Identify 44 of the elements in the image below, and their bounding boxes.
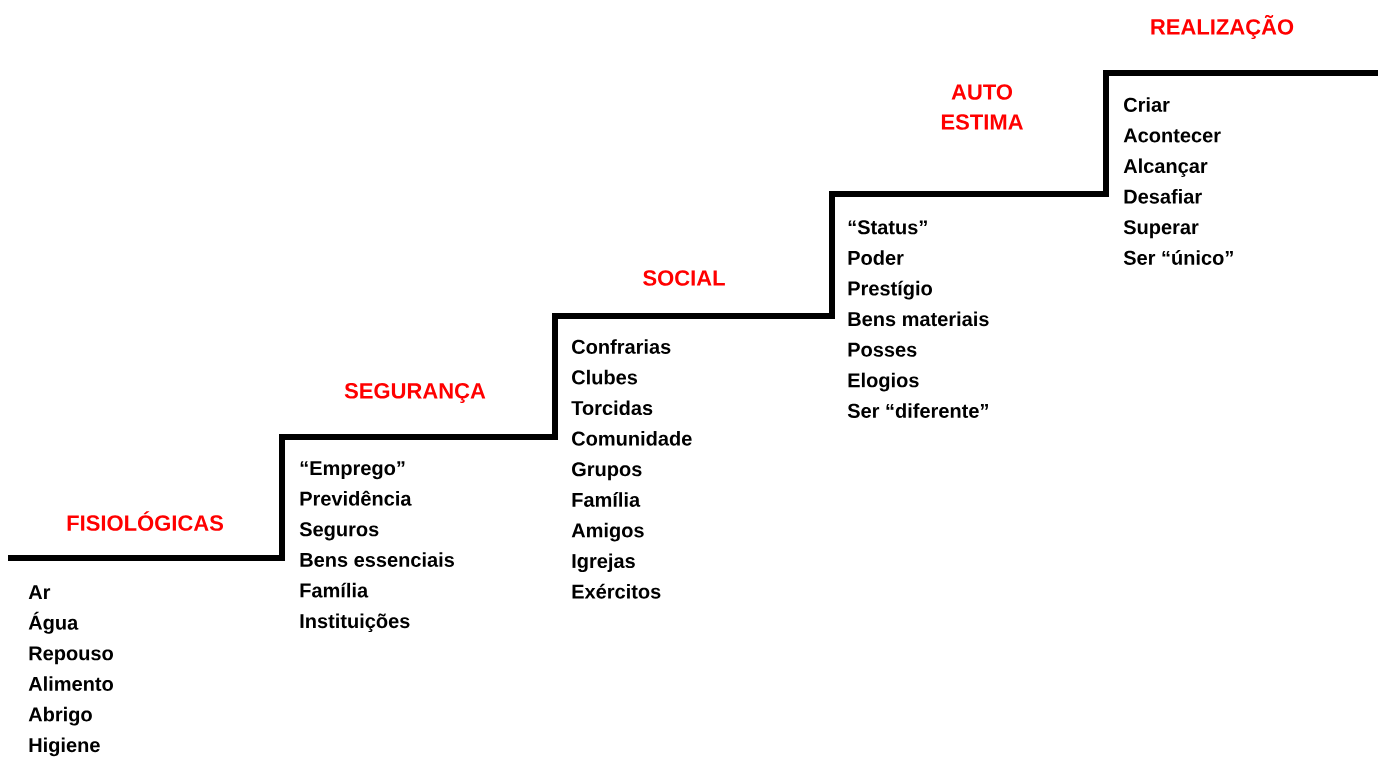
node-label: Superar [1123,220,1199,239]
step-heading: REALIZAÇÃO [1151,14,1294,40]
node-label: Ser “diferente” [847,403,988,418]
node-label: Água [28,611,79,634]
step-heading: FISIOLÓGICAS [67,511,223,531]
node-label: Torcidas [571,400,653,416]
step-heading: AUTO ESTIMA [941,84,1023,130]
node-label: Abrigo [28,706,92,726]
item-list: “Status” Poder Prestígio Bens materiais Posses Elogios Ser “diferente” [847,220,989,418]
node-label: Bens materiais [848,311,989,327]
node-label: Bens essenciais [300,552,455,567]
node-label: “Emprego” [300,461,405,480]
node-label: Acontecer [1123,128,1221,143]
step-heading: SOCIAL [643,270,725,286]
node-label: Prestígio [848,280,932,300]
node-label: Seguros [299,522,379,541]
node-label: Família [300,582,369,598]
item-list: “Emprego” Previdência Seguros Bens essenciais Família Instituições [299,461,454,633]
item-list: Confrarias Clubes Torcidas Comunidade Grupos Família Amigos Igrejas Exércitos [571,339,692,599]
node-label: Clubes [572,369,638,385]
node-label: Desafiar [1124,189,1202,204]
node-label: Família [572,492,641,507]
node-label: Poder [848,250,904,265]
node-label: Igrejas [572,553,635,573]
node-label: Previdência [300,490,412,506]
node-label: Ser “único” [1123,250,1233,265]
step-heading: SEGURANÇA [344,383,486,403]
node-label: “Status” [848,220,927,235]
node-label: Alcançar [1123,158,1208,178]
node-label: Exércitos [572,583,661,599]
node-label: Ar [28,585,51,599]
node-label: Criar [1124,97,1170,112]
node-label: Repouso [29,646,113,665]
item-list: Criar Acontecer Alcançar Desafiar Superar Ser “único” [1123,97,1233,265]
node-label: Alimento [28,676,113,691]
node-label: Confrarias [572,339,671,354]
node-label: Posses [848,342,917,357]
node-label: Grupos [572,462,642,481]
item-list: Ar Água Repouso Alimento Abrigo Higiene [28,585,113,757]
node-label: Amigos [571,522,644,542]
node-label: Comunidade [572,431,692,446]
node-label: Higiene [29,737,100,757]
node-label: Elogios [848,372,919,392]
node-label: Instituições [300,613,410,633]
